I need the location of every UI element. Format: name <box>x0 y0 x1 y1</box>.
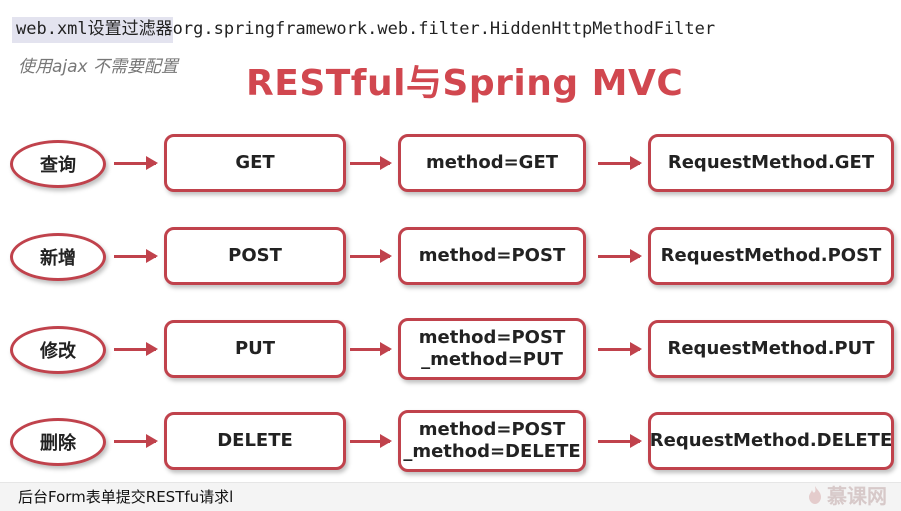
arrow <box>598 434 642 448</box>
video-caption: 后台Form表单提交RESTfu请求l <box>18 488 234 506</box>
param-put-box: method=POST _method=PUT <box>398 318 586 380</box>
filter-prefix: web.xml设置过滤器 <box>12 17 173 43</box>
http-method-label: PUT <box>234 338 276 359</box>
arrow <box>598 342 642 356</box>
action-delete: 删除 <box>10 418 106 466</box>
mapping-label: RequestMethod.POST <box>660 245 882 266</box>
action-update: 修改 <box>10 326 106 374</box>
watermark-logo: 慕课网 <box>807 480 887 509</box>
mapping-delete-box: RequestMethod.DELETE <box>648 412 894 470</box>
flame-icon <box>809 485 821 504</box>
mapping-label: RequestMethod.GET <box>667 152 875 173</box>
logo-text: 慕课网 <box>827 484 887 508</box>
mapping-put-box: RequestMethod.PUT <box>648 320 894 378</box>
footer-bar <box>0 482 901 511</box>
param-get-box: method=GET <box>398 134 586 192</box>
http-method-label: DELETE <box>217 430 293 451</box>
http-method-label: POST <box>228 245 282 266</box>
arrow <box>114 249 158 263</box>
filter-config-line: web.xml设置过滤器org.springframework.web.filt… <box>12 14 715 44</box>
mapping-post-box: RequestMethod.POST <box>648 227 894 285</box>
param-line: method=POST <box>418 327 566 348</box>
mapping-label: RequestMethod.DELETE <box>649 430 893 451</box>
http-put-box: PUT <box>164 320 346 378</box>
arrow <box>350 249 392 263</box>
http-method-label: GET <box>235 152 275 173</box>
action-query: 查询 <box>10 140 106 188</box>
arrow <box>350 434 392 448</box>
arrow <box>350 156 392 170</box>
param-line: method=POST <box>418 419 566 440</box>
param-post-box: method=POST <box>398 227 586 285</box>
http-delete-box: DELETE <box>164 412 346 470</box>
action-add: 新增 <box>10 233 106 281</box>
param-line: _method=DELETE <box>403 441 581 462</box>
arrow <box>114 434 158 448</box>
arrow <box>114 342 158 356</box>
param-line: method=POST <box>418 245 566 266</box>
param-line: _method=PUT <box>421 349 563 370</box>
param-delete-box: method=POST _method=DELETE <box>398 410 586 472</box>
arrow <box>598 156 642 170</box>
ajax-note: 使用ajax 不需要配置 <box>18 57 179 77</box>
arrow <box>350 342 392 356</box>
arrow <box>114 156 158 170</box>
slide-title: RESTful与Spring MVC <box>246 63 684 104</box>
filter-class-name: org.springframework.web.filter.HiddenHtt… <box>172 19 716 39</box>
param-line: method=GET <box>425 152 559 173</box>
mapping-get-box: RequestMethod.GET <box>648 134 894 192</box>
http-get-box: GET <box>164 134 346 192</box>
arrow <box>598 249 642 263</box>
http-post-box: POST <box>164 227 346 285</box>
mapping-label: RequestMethod.PUT <box>667 338 875 359</box>
